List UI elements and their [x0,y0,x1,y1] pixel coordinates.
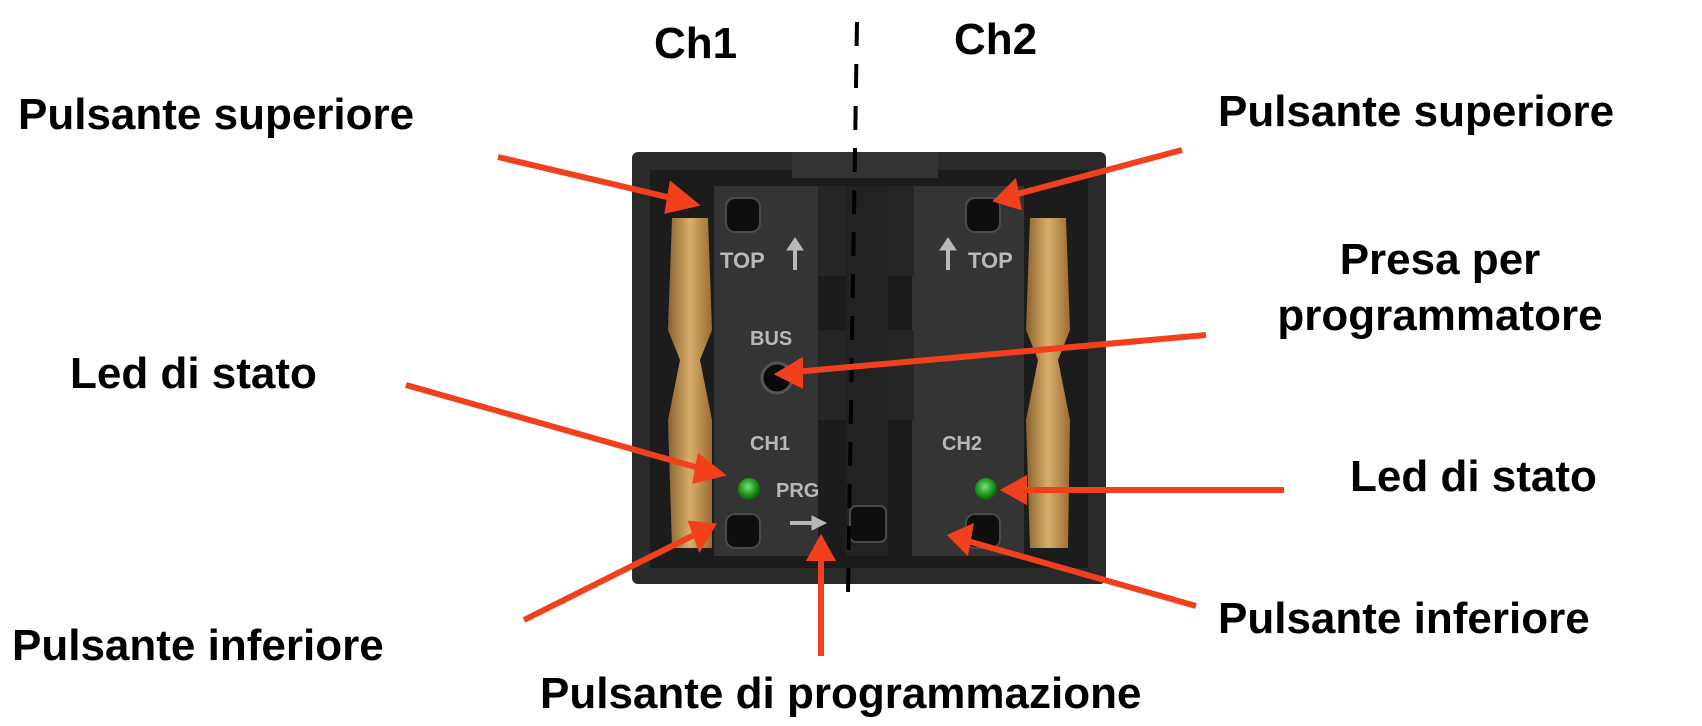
top-label-ch2: TOP [968,248,1013,273]
channel-label-ch2: Ch2 [954,15,1038,64]
led-ch2 [975,478,997,500]
label-programmer-socket-line2: programmatore [1277,291,1603,340]
contact-right [1026,218,1070,548]
arrow-upper-button-right [1009,147,1183,199]
prg-label: PRG [776,480,819,502]
label-programming-button: Pulsante di programmazione [540,669,1142,718]
upper-button-ch1[interactable] [725,197,761,233]
led-ch1 [738,478,760,500]
programming-button[interactable] [849,505,887,543]
lower-button-ch1[interactable] [725,513,761,549]
label-upper-button-right: Pulsante superiore [1218,87,1615,136]
top-label-ch1: TOP [720,248,765,273]
arrow-programmer-socket [793,332,1207,375]
ch1-label: CH1 [750,433,790,455]
label-lower-button-right: Pulsante inferiore [1218,594,1590,643]
ch2-label: CH2 [942,433,982,455]
module-ch2 [888,186,1024,556]
arrow-lower-button-left [522,529,702,623]
label-programmer-socket-line1: Presa per [1339,235,1541,284]
label-lower-button-left: Pulsante inferiore [12,621,384,670]
label-upper-button-left: Pulsante superiore [18,90,415,139]
channel-label-ch1: Ch1 [654,19,738,68]
arrow-led-left [405,382,707,473]
label-status-led-right: Led di stato [1350,452,1597,501]
channel-divider [846,21,859,595]
bus-label: BUS [750,328,792,350]
device-arrows [786,237,957,531]
arrow-lower-button-right [963,537,1197,609]
label-status-led-left: Led di stato [70,349,317,398]
arrow-upper-button-left [497,154,681,203]
annotation-arrows [405,147,1284,656]
upper-button-ch2[interactable] [965,197,1001,233]
label-programmer-socket: Presa per programmatore [1240,232,1640,344]
